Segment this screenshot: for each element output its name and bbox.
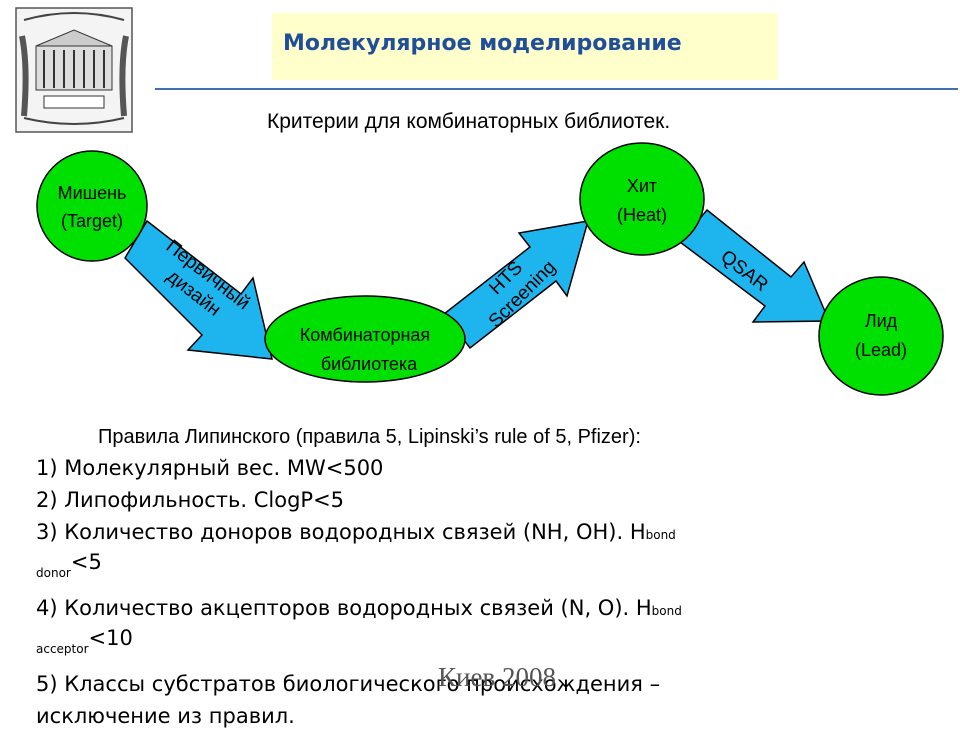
node-hit-label-2: (Heat) — [617, 205, 667, 225]
arrow-hts — [442, 220, 590, 350]
rule-item-5-cont: исключение из правил. — [36, 704, 295, 728]
rule-item-2: 2) Липофильность. ClogP<5 — [36, 488, 345, 512]
rule-item-4-sub: bond — [651, 604, 682, 618]
slide-subtitle: Критерии для комбинаторных библиотек. — [267, 110, 671, 133]
rule-item-3-text: 3) Количество доноров водородных связей … — [36, 520, 646, 544]
rule-item-3-end: <5 — [70, 550, 102, 574]
rule-item-4-text: 4) Количество акцепторов водородных связ… — [36, 596, 652, 620]
arrow-primary-design — [124, 219, 273, 360]
title-divider — [155, 88, 958, 90]
node-library-label-1: Комбинаторная — [300, 325, 430, 345]
node-library: Комбинаторная библиотека — [264, 295, 466, 383]
node-lead-label-2: (Lead) — [855, 340, 907, 360]
rule-item-1: 1) Молекулярный вес. MW<500 — [36, 456, 384, 480]
lipinski-rules: Правила Липинского (правила 5, Lipinski’… — [36, 422, 936, 732]
node-hit-label-1: Хит — [627, 176, 657, 196]
title-box — [272, 13, 778, 80]
rule-item-3-sub: bond — [645, 528, 676, 542]
rule-item-3: 3) Количество доноров водородных связей … — [36, 516, 936, 551]
university-logo — [15, 7, 133, 133]
rules-title: Правила Липинского (правила 5, Lipinski’… — [98, 426, 641, 448]
rule-item-4-sub2: acceptor — [36, 642, 89, 656]
rule-item-4-end: <10 — [88, 626, 133, 650]
flow-diagram: Первичный дизайн HTS Screening QSAR Мише… — [36, 142, 944, 396]
node-target: Мишень (Target) — [36, 150, 148, 262]
footer-watermark: Киев 2008 — [438, 662, 556, 692]
rule-item-3-cont: donor<5 — [36, 550, 936, 592]
rule-item-4-cont: acceptor<10 — [36, 626, 936, 668]
node-target-label-2: (Target) — [61, 211, 123, 231]
arrow-qsar — [678, 208, 831, 323]
node-library-label-2: библиотека — [321, 354, 418, 374]
rule-item-4: 4) Количество акцепторов водородных связ… — [36, 592, 936, 627]
rule-item-5: 5) Классы субстратов биологического прои… — [36, 672, 661, 696]
rule-item-3-sub2: donor — [36, 566, 71, 580]
node-lead-label-1: Лид — [865, 311, 898, 331]
page-title: Молекулярное моделирование — [283, 31, 682, 56]
node-target-label-1: Мишень — [58, 183, 127, 203]
node-hit: Хит (Heat) — [579, 142, 705, 256]
node-lead: Лид (Lead) — [818, 276, 944, 396]
